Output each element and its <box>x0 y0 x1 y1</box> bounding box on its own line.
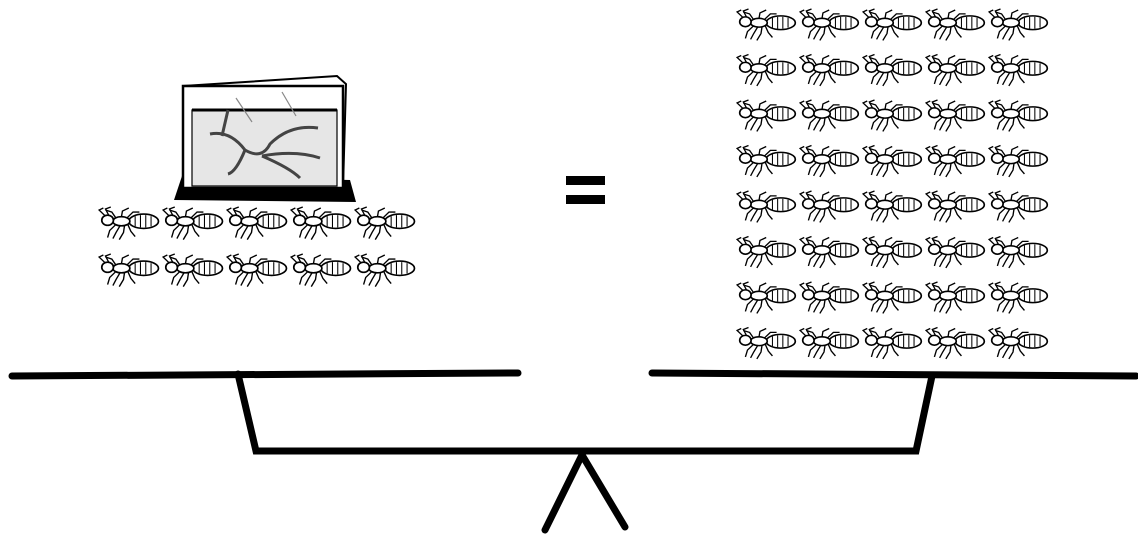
ant-icon <box>862 8 923 42</box>
ant-icon <box>799 326 860 360</box>
ant-icon <box>862 235 923 269</box>
ant-icon <box>988 99 1049 133</box>
ant-icon <box>98 253 160 288</box>
ant-icon <box>925 8 986 42</box>
ant-icon <box>290 253 352 288</box>
ant-icon <box>925 99 986 133</box>
ant-icon <box>736 281 797 315</box>
ant-icon <box>925 144 986 178</box>
ant-icon <box>290 206 352 241</box>
ant-icon <box>736 326 797 360</box>
ant-icon <box>736 53 797 87</box>
ant-icon <box>925 190 986 224</box>
ant-icon <box>736 190 797 224</box>
ant-icon <box>988 53 1049 87</box>
ant-icon <box>799 144 860 178</box>
ant-icon <box>799 53 860 87</box>
ant-icon <box>736 8 797 42</box>
ant-icon <box>354 253 416 288</box>
ant-icon <box>925 281 986 315</box>
ant-icon <box>98 206 160 241</box>
right-ant-group <box>736 8 1049 360</box>
ant-icon <box>988 326 1049 360</box>
left-ant-group <box>98 206 416 288</box>
right-pan <box>648 369 1138 380</box>
equals-sign <box>566 176 605 204</box>
ant-icon <box>988 8 1049 42</box>
ant-icon <box>862 190 923 224</box>
ant-icon <box>925 235 986 269</box>
scale-beam <box>234 370 936 455</box>
left-pan <box>8 369 522 380</box>
ant-icon <box>862 326 923 360</box>
scale-fulcrum <box>541 447 629 534</box>
ant-icon <box>862 99 923 133</box>
ant-icon <box>162 253 224 288</box>
ant-icon <box>988 281 1049 315</box>
ant-icon <box>799 235 860 269</box>
ant-icon <box>862 144 923 178</box>
ant-icon <box>925 53 986 87</box>
ant-icon <box>799 99 860 133</box>
ant-farm <box>174 74 356 202</box>
ant-icon <box>862 281 923 315</box>
ant-icon <box>226 253 288 288</box>
ant-icon <box>925 326 986 360</box>
ant-icon <box>988 190 1049 224</box>
ant-icon <box>799 281 860 315</box>
ant-icon <box>354 206 416 241</box>
ant-icon <box>162 206 224 241</box>
balance-scale <box>8 369 1138 534</box>
ant-icon <box>988 144 1049 178</box>
ant-icon <box>736 99 797 133</box>
ant-icon <box>736 144 797 178</box>
ant-icon <box>799 8 860 42</box>
ant-icon <box>988 235 1049 269</box>
ant-icon <box>862 53 923 87</box>
ant-icon <box>799 190 860 224</box>
ant-icon <box>226 206 288 241</box>
ant-icon <box>736 235 797 269</box>
